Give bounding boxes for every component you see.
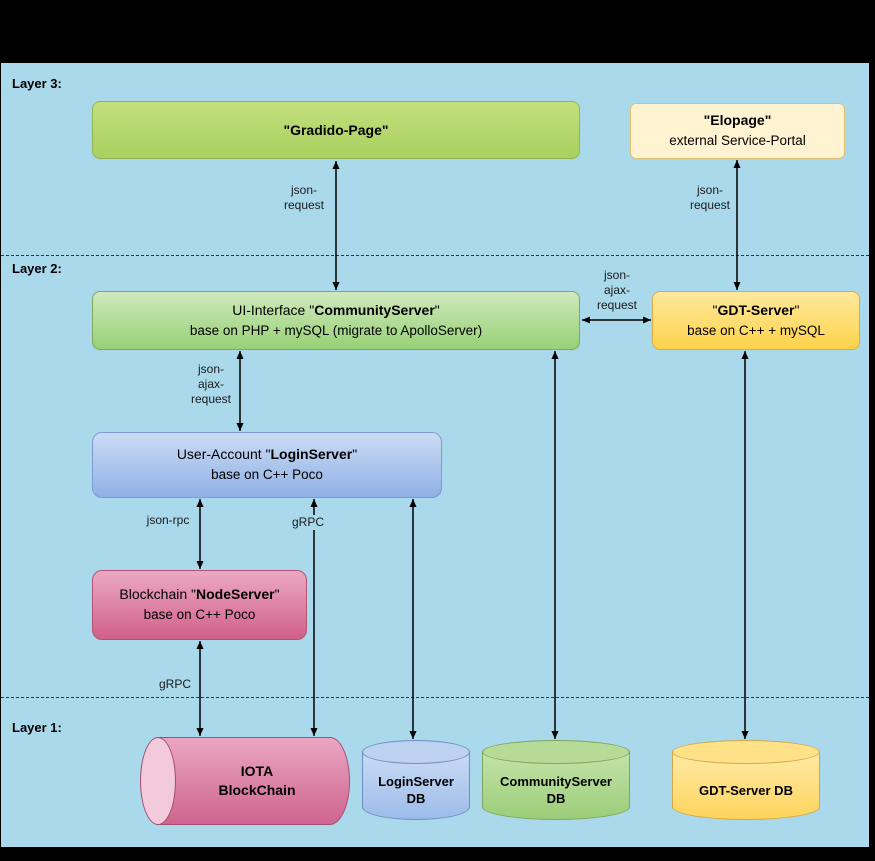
cylinder-top xyxy=(482,740,630,764)
title-prefix: Blockchain " xyxy=(119,586,196,603)
gdt-server-title: "GDT-Server" xyxy=(712,300,799,321)
node-community-server: UI-Interface "CommunityServer" base on P… xyxy=(92,291,580,350)
layer3-label: Layer 3: xyxy=(12,76,62,91)
login-server-title: User-Account "LoginServer" xyxy=(177,444,357,465)
edge-label-grpc-node-iota: gRPC xyxy=(153,677,197,692)
cylinder-body xyxy=(157,737,350,825)
gdt-db-label: GDT-Server DB xyxy=(699,782,793,798)
database-iota-blockchain: IOTA BlockChain xyxy=(140,737,350,825)
node-server-subtitle: base on C++ Poco xyxy=(143,607,256,623)
title-name: CommunityServer xyxy=(314,301,435,318)
node-node-server: Blockchain "NodeServer" base on C++ Poco xyxy=(92,570,307,640)
edge-label-json-ajax-request-vertical: json- ajax- request xyxy=(184,362,238,407)
title-name: NodeServer xyxy=(195,586,275,603)
node-login-server: User-Account "LoginServer" base on C++ P… xyxy=(92,432,442,498)
title-prefix: UI-Interface " xyxy=(232,301,315,318)
title-suffix: " xyxy=(274,586,280,603)
elopage-subtitle: external Service-Portal xyxy=(669,133,806,149)
node-elopage: "Elopage" external Service-Portal xyxy=(630,103,845,159)
cylinder-cap xyxy=(140,737,176,825)
title-prefix: " xyxy=(712,301,718,318)
edge-label-json-request-right: json- request xyxy=(684,183,736,213)
title-name: GDT-Server xyxy=(717,301,795,318)
database-community-server: CommunityServer DB xyxy=(482,740,630,820)
gdt-server-subtitle: base on C++ + mySQL xyxy=(687,322,825,338)
cylinder-body xyxy=(672,752,820,820)
database-gdt-server: GDT-Server DB xyxy=(672,740,820,820)
node-gdt-server: "GDT-Server" base on C++ + mySQL xyxy=(652,291,860,350)
database-login-server: LoginServer DB xyxy=(362,740,470,820)
node-server-title: Blockchain "NodeServer" xyxy=(119,584,279,605)
title-suffix: " xyxy=(352,446,358,463)
top-black-bar xyxy=(0,0,875,62)
title-name: LoginServer xyxy=(270,446,353,463)
gradido-page-title: "Gradido-Page" xyxy=(283,121,389,138)
title-suffix: " xyxy=(434,301,440,318)
login-db-label: LoginServer DB xyxy=(378,774,454,806)
edge-label-grpc-login-iota: gRPC xyxy=(286,515,330,530)
community-server-subtitle: base on PHP + mySQL (migrate to ApolloSe… xyxy=(189,322,483,338)
edge-label-json-ajax-request-horizontal: json- ajax- request xyxy=(589,268,645,313)
cylinder-top xyxy=(362,740,470,764)
layer2-label: Layer 2: xyxy=(12,261,62,276)
layer-separator-2-3 xyxy=(1,255,869,256)
elopage-title: "Elopage" xyxy=(703,112,772,129)
layer-separator-1-2 xyxy=(1,697,869,698)
login-server-subtitle: base on C++ Poco xyxy=(211,467,323,483)
node-gradido-page: "Gradido-Page" xyxy=(92,101,580,159)
bottom-black-bar xyxy=(0,848,875,861)
layer1-label: Layer 1: xyxy=(12,720,62,735)
edge-label-json-request-left: json- request xyxy=(276,183,332,213)
community-db-label: CommunityServer DB xyxy=(500,774,612,806)
title-suffix: " xyxy=(794,301,800,318)
title-prefix: User-Account " xyxy=(176,446,271,463)
edge-label-json-rpc: json-rpc xyxy=(138,513,198,528)
cylinder-top xyxy=(672,740,820,764)
iota-blockchain-label: IOTA BlockChain xyxy=(218,763,296,798)
community-server-title: UI-Interface "CommunityServer" xyxy=(232,300,440,321)
